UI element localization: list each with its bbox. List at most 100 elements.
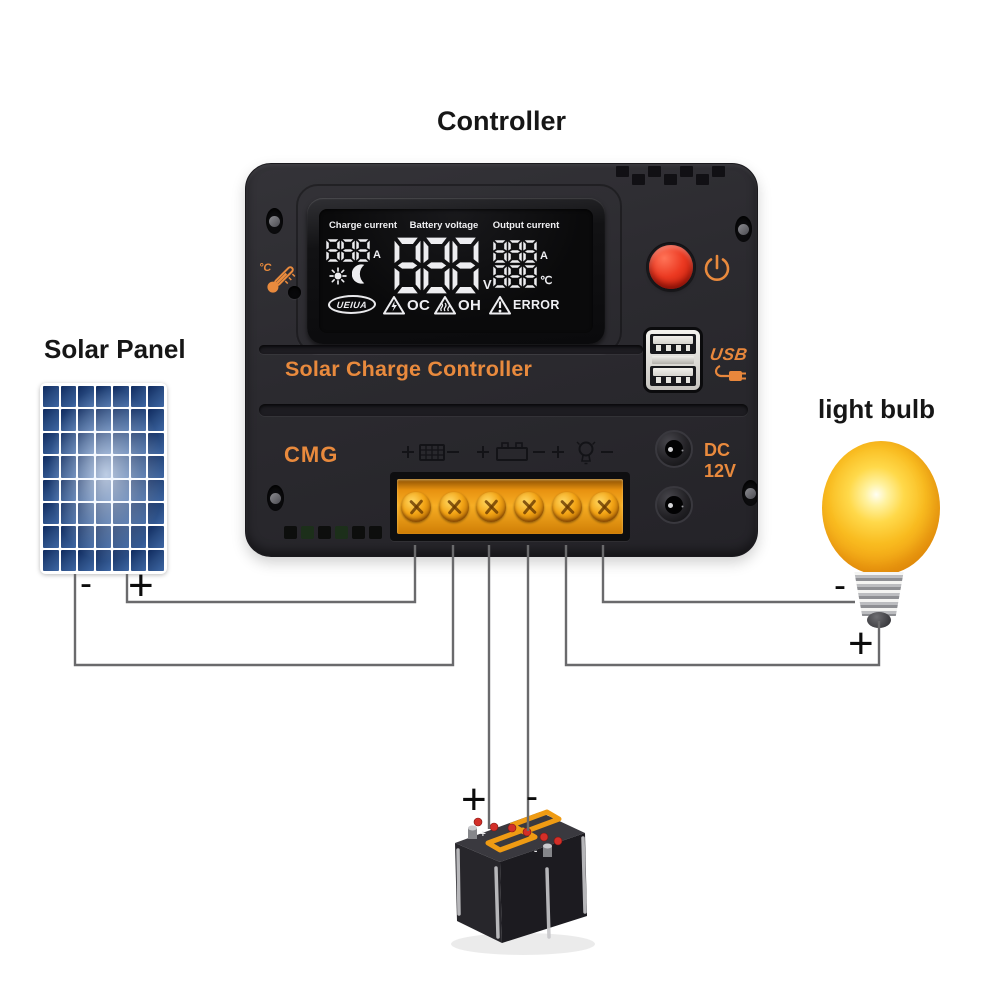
vent-slots-bottom-left: [284, 526, 382, 539]
terminal-screw-6: [589, 492, 619, 522]
solar-cell: [130, 526, 147, 548]
solar-cell: [95, 526, 112, 548]
battery-plus-label: +: [461, 775, 487, 824]
error-label: ERROR: [513, 298, 560, 312]
terminal-screw-5: [552, 492, 582, 522]
solar-cell: [78, 456, 94, 478]
charge-current-unit: A: [373, 249, 381, 261]
solar-charge-controller: Charge current Battery voltage Output cu…: [245, 163, 758, 557]
solar-cell: [148, 386, 164, 408]
battery-handles: [485, 809, 562, 853]
battery-voltage-digits: [394, 237, 481, 294]
dc-voltage-label: DC 12V: [704, 440, 737, 481]
terminal-screw-2: [439, 492, 469, 522]
dc-jack-bottom: [655, 486, 693, 524]
solar-cell: [130, 409, 147, 431]
overheat-warning-icon: [434, 296, 456, 315]
solar-cell: [130, 432, 147, 455]
solar-cell: [148, 432, 164, 455]
charge-current-readout: A: [326, 239, 381, 262]
lcd-screen: Charge current Battery voltage Output cu…: [319, 209, 593, 333]
solar-cell: [95, 409, 112, 431]
terminal-symbols: [402, 441, 613, 465]
solar-cell: [78, 409, 94, 431]
vent-slot: [301, 526, 314, 539]
vent-slot: [352, 526, 365, 539]
thermometer-icon: °C: [259, 262, 296, 293]
solar-plus-label: +: [128, 561, 154, 610]
vent-slot: [616, 166, 629, 177]
output-current-unit: A: [540, 250, 548, 262]
battery-edge-strips: [456, 836, 587, 939]
overheat-indicator: OH: [434, 295, 481, 315]
lcd-bezel: Charge current Battery voltage Output cu…: [307, 198, 605, 344]
solar-cell: [148, 479, 164, 501]
overcurrent-warning-icon: [383, 296, 405, 315]
battery-caps: [473, 817, 563, 846]
solar-cell: [60, 479, 77, 501]
solar-cell: [95, 549, 112, 571]
solar-panel-title: Solar Panel: [44, 334, 186, 364]
solar-cell: [148, 526, 164, 548]
solar-cell: [43, 409, 59, 431]
solar-cell: [60, 386, 77, 408]
battery-voltage-readout: V: [394, 237, 492, 294]
power-button: [649, 245, 693, 289]
solar-cell: [95, 502, 112, 525]
terminal-screw-1: [401, 492, 431, 522]
bulb-terminal-icon: [578, 441, 594, 457]
solar-cell: [148, 456, 164, 478]
terminal-block: [390, 472, 630, 541]
bulb-plus-label: +: [848, 619, 874, 668]
power-icon: [704, 254, 730, 281]
groove-lower: [259, 404, 748, 416]
overcurrent-indicator: OC: [383, 295, 430, 315]
battery-post-plus-mark: +: [480, 829, 486, 840]
temperature-digits: [493, 265, 538, 288]
power-button-well: [646, 242, 696, 292]
solar-cell: [60, 526, 77, 548]
charge-current-digits: [326, 239, 371, 262]
vent-slot: [648, 166, 661, 177]
solar-cell: [113, 386, 129, 408]
solar-cell: [60, 409, 77, 431]
solar-cell: [60, 456, 77, 478]
vent-slot: [335, 526, 348, 539]
error-indicator: ERROR: [489, 295, 560, 315]
terminal-screw-3: [476, 492, 506, 522]
solar-cell: [130, 502, 147, 525]
battery-image: + -: [451, 809, 595, 955]
solar-cell: [113, 432, 129, 455]
battery-plus-mark: [477, 446, 489, 458]
battery-left-face: [455, 843, 502, 943]
solar-cell: [95, 432, 112, 455]
solar-cell: [148, 502, 164, 525]
battery-top-face: [455, 812, 585, 862]
solar-cell: [78, 386, 94, 408]
solar-cell: [78, 432, 94, 455]
usb-port-top: [650, 334, 696, 354]
lcd-header-charge-current: Charge current: [328, 220, 398, 231]
solar-cell: [95, 456, 112, 478]
corner-screw-top-right: [735, 216, 752, 242]
temperature-readout: ℃: [493, 265, 552, 288]
solar-plus-mark: [402, 446, 414, 458]
brand-logo: UEIUA: [327, 295, 377, 314]
solar-cell: [43, 386, 59, 408]
solar-cell: [113, 526, 129, 548]
solar-cell: [113, 409, 129, 431]
light-bulb-glass: [822, 441, 940, 575]
solar-cells-grid: [43, 386, 164, 571]
usb-ports: [643, 327, 703, 393]
load-plus-mark: [552, 446, 564, 458]
vent-slot: [680, 166, 693, 177]
solar-cell: [43, 549, 59, 571]
solar-cell: [60, 502, 77, 525]
sun-icon: [329, 267, 347, 285]
vent-slots-top-right: [616, 166, 725, 185]
solar-cell: [78, 502, 94, 525]
usb-port-bottom: [650, 366, 696, 386]
solar-cell: [43, 526, 59, 548]
solar-cell: [130, 386, 147, 408]
